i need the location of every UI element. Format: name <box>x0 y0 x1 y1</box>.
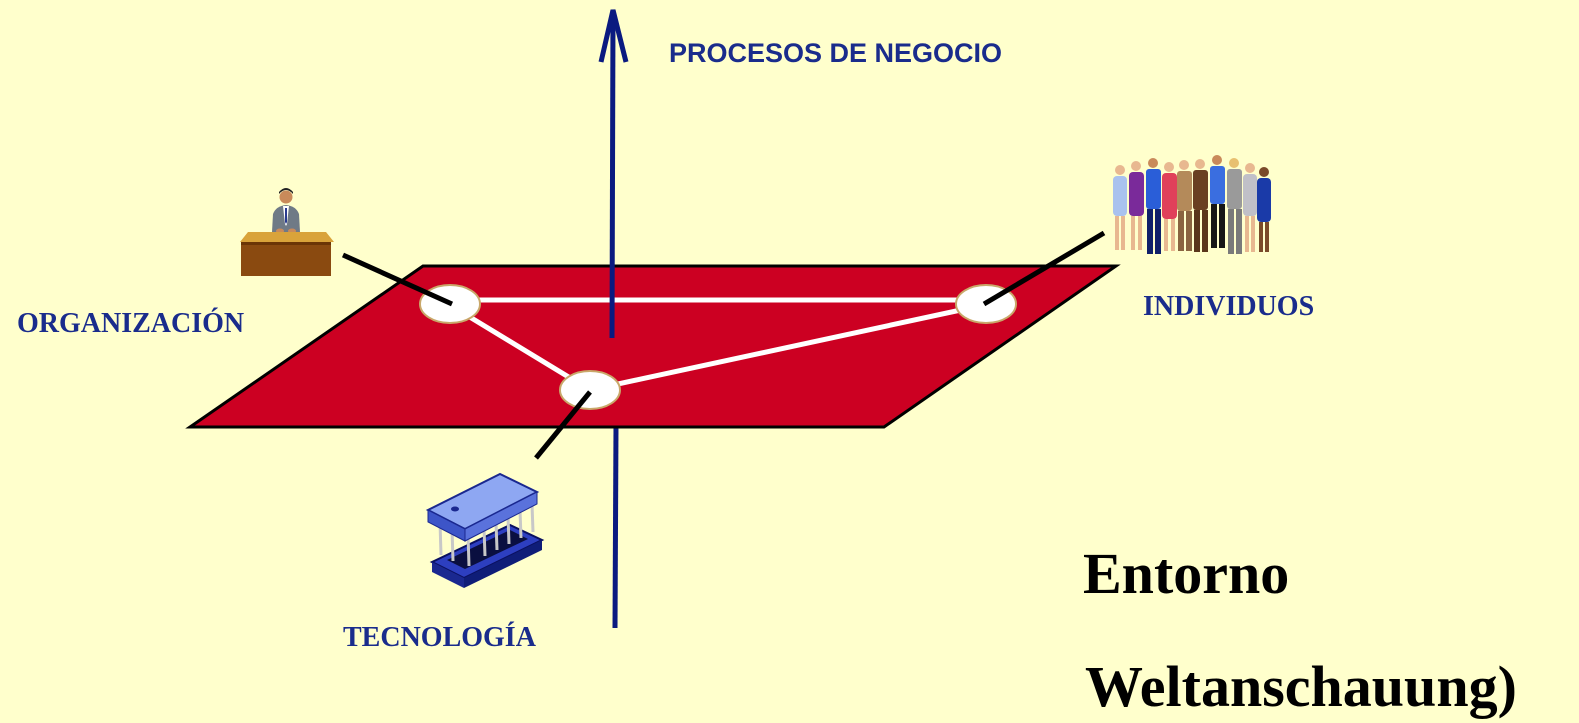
technology-label: TECNOLOGÍA <box>343 622 536 653</box>
connector-organization <box>341 252 454 307</box>
axis-lower <box>612 424 619 629</box>
organization-label: ORGANIZACIÓN <box>17 308 245 339</box>
axis-arrowhead <box>598 9 629 63</box>
environment-label-line1: Entorno <box>1083 541 1290 606</box>
individuals-label: INDIVIDUOS <box>1143 291 1315 322</box>
connector-individuals <box>982 230 1106 307</box>
environment-label-line2: Weltanschauung) <box>1085 654 1517 719</box>
connector-technology <box>534 390 592 460</box>
edge-tec-ind <box>587 302 987 393</box>
edge-org-tec <box>447 302 593 393</box>
axis-upper <box>609 11 616 339</box>
microchip-icon <box>425 472 545 588</box>
group-of-people-icon <box>1113 155 1271 254</box>
node-technology <box>559 370 621 410</box>
executive-at-desk-icon <box>240 188 334 276</box>
axis-label: PROCESOS DE NEGOCIO <box>669 38 1003 68</box>
triangle <box>447 297 987 393</box>
connectors <box>341 230 1106 460</box>
